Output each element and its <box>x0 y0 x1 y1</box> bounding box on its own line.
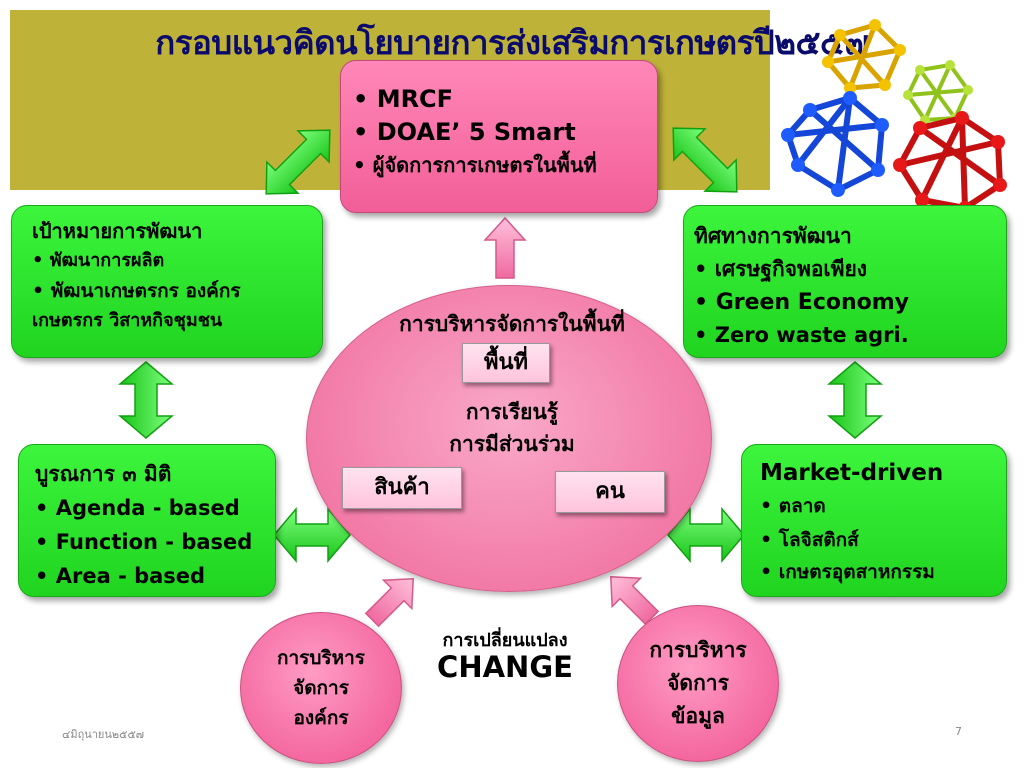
data-circle-line: จัดการ <box>667 671 729 695</box>
product-tag: สินค้า <box>342 467 462 509</box>
data-management-circle: การบริหาร จัดการ ข้อมูล <box>617 605 779 762</box>
goal-box-line: • พัฒนาเกษตรกร องค์กร <box>32 280 241 302</box>
org-circle-line: จัดการ <box>293 677 349 699</box>
data-circle-line: การบริหาร <box>649 638 747 662</box>
top-box-line: • ผู้จัดการการเกษตรในพื้นที่ <box>353 153 597 177</box>
development-goal-box: เป้าหมายการพัฒนา • พัฒนาการผลิต • พัฒนาเ… <box>11 205 323 358</box>
double-arrow-top-right-icon <box>672 127 738 193</box>
double-arrow-right-vertical-icon <box>826 361 884 439</box>
organization-management-circle: การบริหาร จัดการ องค์กร <box>240 612 402 764</box>
direction-box-line: • Green Economy <box>694 290 910 315</box>
data-circle-line: ข้อมูล <box>671 704 725 728</box>
area-management-ellipse <box>306 285 712 592</box>
molecule-decoration-image <box>781 19 1007 215</box>
double-arrow-left-horizontal-icon <box>273 506 351 564</box>
top-strategy-box: • MRCF • DOAE’ 5 Smart • ผู้จัดการการเกษ… <box>340 60 658 213</box>
page-number: 7 <box>955 725 962 738</box>
slide-title: กรอบแนวคิดนโยบายการส่งเสริมการเกษตรปี๒๕๕… <box>155 23 869 62</box>
direction-box-line: • เศรษฐกิจพอเพียง <box>694 257 868 281</box>
area-management-heading: การบริหารจัดการในพื้นที่ <box>399 312 625 336</box>
top-box-line: • DOAE’ 5 Smart <box>353 118 576 146</box>
participation-label: การมีส่วนร่วม <box>449 432 575 456</box>
org-circle-line: การบริหาร <box>276 647 366 669</box>
arrow-from-org-circle-icon <box>364 577 415 628</box>
market-box-line: • โลจิสติกส์ <box>760 529 859 551</box>
learning-label: การเรียนรู้ <box>465 400 559 424</box>
integration-box-line: • Agenda - based <box>35 496 240 520</box>
area-tag: พื้นที่ <box>462 343 550 383</box>
footer-date: ๔มิถุนายน๒๕๕๗ <box>62 728 145 741</box>
market-box-line: • ตลาด <box>760 495 826 517</box>
integration-box-line: • Area - based <box>35 564 206 588</box>
up-arrow-to-top-box-icon <box>483 216 527 279</box>
double-arrow-top-left-icon <box>265 129 331 195</box>
integration-box-line: • Function - based <box>35 530 253 554</box>
market-driven-box: Market-driven • ตลาด • โลจิสติกส์ • เกษต… <box>741 444 1007 597</box>
integration-box: บูรณการ ๓ มิติ • Agenda - based • Functi… <box>18 444 276 597</box>
goal-box-heading: เป้าหมายการพัฒนา <box>32 219 203 243</box>
change-thai-label: การเปลี่ยนแปลง <box>442 630 568 651</box>
development-direction-box: ทิศทางการพัฒนา • เศรษฐกิจพอเพียง • Green… <box>683 205 1007 358</box>
market-box-heading: Market-driven <box>760 460 944 486</box>
market-box-line: • เกษตรอุตสาหกรรม <box>760 561 935 583</box>
change-english-label: CHANGE <box>437 650 573 684</box>
double-arrow-left-vertical-icon <box>117 361 175 439</box>
goal-box-line: เกษตรกร วิสาหกิจชุมชน <box>32 310 223 331</box>
direction-box-line: • Zero waste agri. <box>694 323 909 347</box>
top-box-line: • MRCF <box>353 85 454 113</box>
org-circle-line: องค์กร <box>293 707 349 729</box>
direction-box-heading: ทิศทางการพัฒนา <box>694 224 852 248</box>
goal-box-line: • พัฒนาการผลิต <box>32 250 165 271</box>
integration-box-heading: บูรณการ ๓ มิติ <box>35 462 172 486</box>
people-tag: คน <box>555 471 665 513</box>
